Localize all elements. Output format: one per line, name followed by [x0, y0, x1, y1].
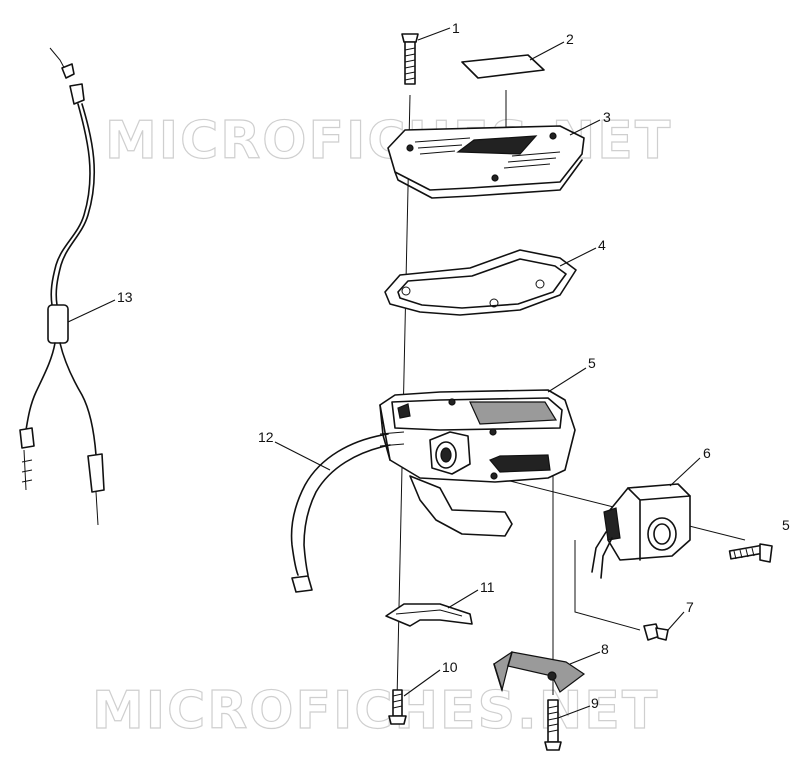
screw-part-1: [401, 33, 419, 85]
axis-line-bulb: [574, 540, 641, 631]
hose-part-12: [290, 431, 405, 593]
clamp-part-8: [493, 651, 586, 693]
gasket-part-4: [384, 249, 577, 316]
callout-2: 2: [566, 31, 574, 47]
callout-5-screw: 5: [782, 517, 790, 533]
callout-6: 6: [703, 445, 711, 461]
callout-1: 1: [452, 20, 460, 36]
callout-5-housing: 5: [588, 355, 596, 371]
callout-7: 7: [686, 599, 694, 615]
callout-12: 12: [258, 429, 274, 445]
callouts: 1 2 3 4 5 5 6 7 8 9 10 11 12 13: [117, 20, 790, 711]
callout-4: 4: [598, 237, 606, 253]
housing-part-5: [379, 389, 576, 537]
callout-13: 13: [117, 289, 133, 305]
callout-3: 3: [603, 109, 611, 125]
bulb-part-7: [643, 623, 669, 641]
switch-part-6: [591, 483, 691, 579]
watermark-top: MICROFICHES.NET: [105, 111, 672, 171]
leader-lines: [67, 27, 701, 719]
decal-part-2: [461, 54, 545, 79]
callout-10: 10: [442, 659, 458, 675]
screw-part-5: [728, 543, 773, 563]
cover-part-3: [387, 125, 585, 199]
cable-part-13: [19, 47, 105, 526]
callout-11: 11: [480, 579, 495, 595]
screw-part-9: [544, 699, 562, 751]
callout-8: 8: [601, 641, 609, 657]
screw-part-10: [388, 689, 407, 725]
callout-9: 9: [591, 695, 599, 711]
watermark-bottom: MICROFICHES.NET: [92, 681, 659, 741]
plate-part-11: [385, 603, 473, 627]
